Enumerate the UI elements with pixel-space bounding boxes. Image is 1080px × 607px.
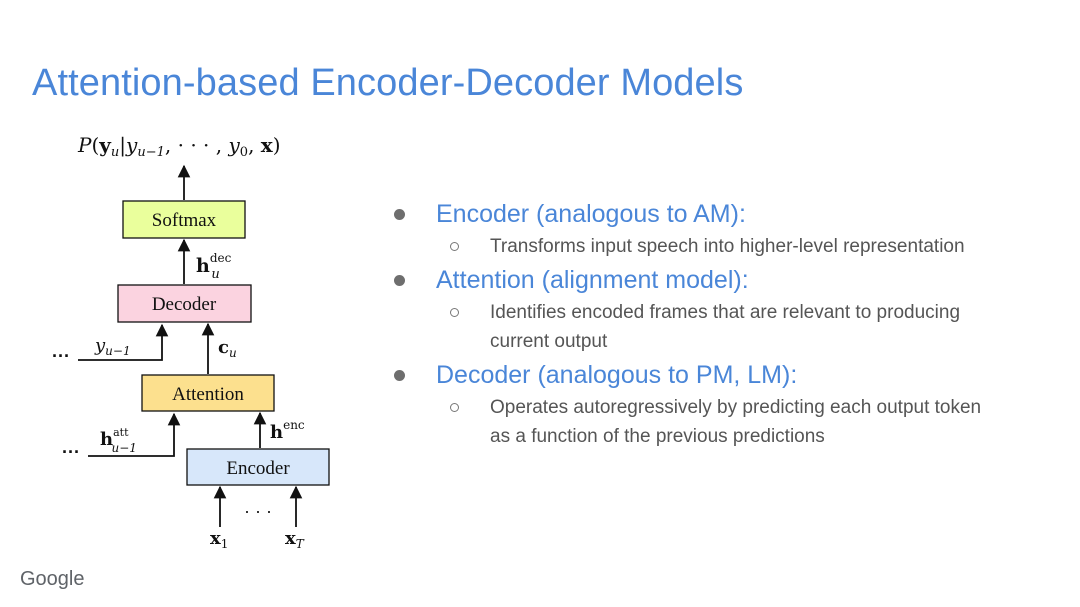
attention-box bbox=[141, 374, 275, 412]
softmax-label: Softmax bbox=[152, 210, 217, 231]
bullet-decoder: Decoder (analogous to PM, LM): bbox=[390, 359, 1070, 391]
bullet-dot-icon bbox=[394, 275, 405, 286]
sub-bullet: Identifies encoded frames that are relev… bbox=[390, 298, 1020, 356]
bullet-dot-icon bbox=[394, 209, 405, 220]
softmax-box bbox=[122, 200, 246, 239]
bullet-encoder: Encoder (analogous to AM): bbox=[390, 198, 1070, 230]
h-att-input-arrow bbox=[88, 412, 181, 457]
sub-bullet-text: Identifies encoded frames that are relev… bbox=[490, 302, 961, 352]
sub-bullet-ring-icon bbox=[450, 308, 459, 317]
sub-bullet: Operates autoregressively by predicting … bbox=[390, 393, 990, 451]
bullet-attention: Attention (alignment model): bbox=[390, 264, 1070, 296]
c-u-label: cu bbox=[218, 337, 237, 360]
h-enc-label: henc bbox=[270, 418, 305, 443]
inputs-ellipsis: · · · bbox=[244, 501, 272, 521]
y-prev-input-arrow bbox=[78, 323, 169, 361]
slide-title: Attention-based Encoder-Decoder Models bbox=[32, 62, 744, 104]
sub-bullet: Transforms input speech into higher-leve… bbox=[390, 232, 1070, 261]
bullet-list: Encoder (analogous to AM): Transforms in… bbox=[390, 198, 1070, 454]
encoder-box bbox=[186, 448, 330, 486]
encoder-label: Encoder bbox=[226, 458, 290, 479]
google-logo: Google bbox=[20, 568, 85, 590]
bullet-dot-icon bbox=[394, 370, 405, 381]
sub-bullet-text: Operates autoregressively by predicting … bbox=[490, 397, 982, 447]
sub-bullet-ring-icon bbox=[450, 242, 459, 251]
ellipsis-left-top: ··· bbox=[52, 346, 70, 366]
y-prev-label: yu−1 bbox=[94, 335, 131, 358]
decoder-label: Decoder bbox=[152, 294, 217, 315]
ellipsis-left-bottom: ··· bbox=[62, 442, 80, 462]
sub-bullet-text: Transforms input speech into higher-leve… bbox=[490, 236, 965, 257]
attention-label: Attention bbox=[172, 384, 244, 405]
xT-label: xT bbox=[285, 528, 305, 551]
bullet-heading: Encoder (analogous to AM): bbox=[436, 200, 746, 228]
output-probability-label: P(yu|yu−1, · · · , y0, x) bbox=[77, 133, 281, 160]
x1-label: x1 bbox=[210, 528, 228, 551]
decoder-box bbox=[117, 284, 252, 323]
bullet-heading: Attention (alignment model): bbox=[436, 266, 749, 294]
sub-bullet-ring-icon bbox=[450, 403, 459, 412]
bullet-heading: Decoder (analogous to PM, LM): bbox=[436, 361, 798, 389]
